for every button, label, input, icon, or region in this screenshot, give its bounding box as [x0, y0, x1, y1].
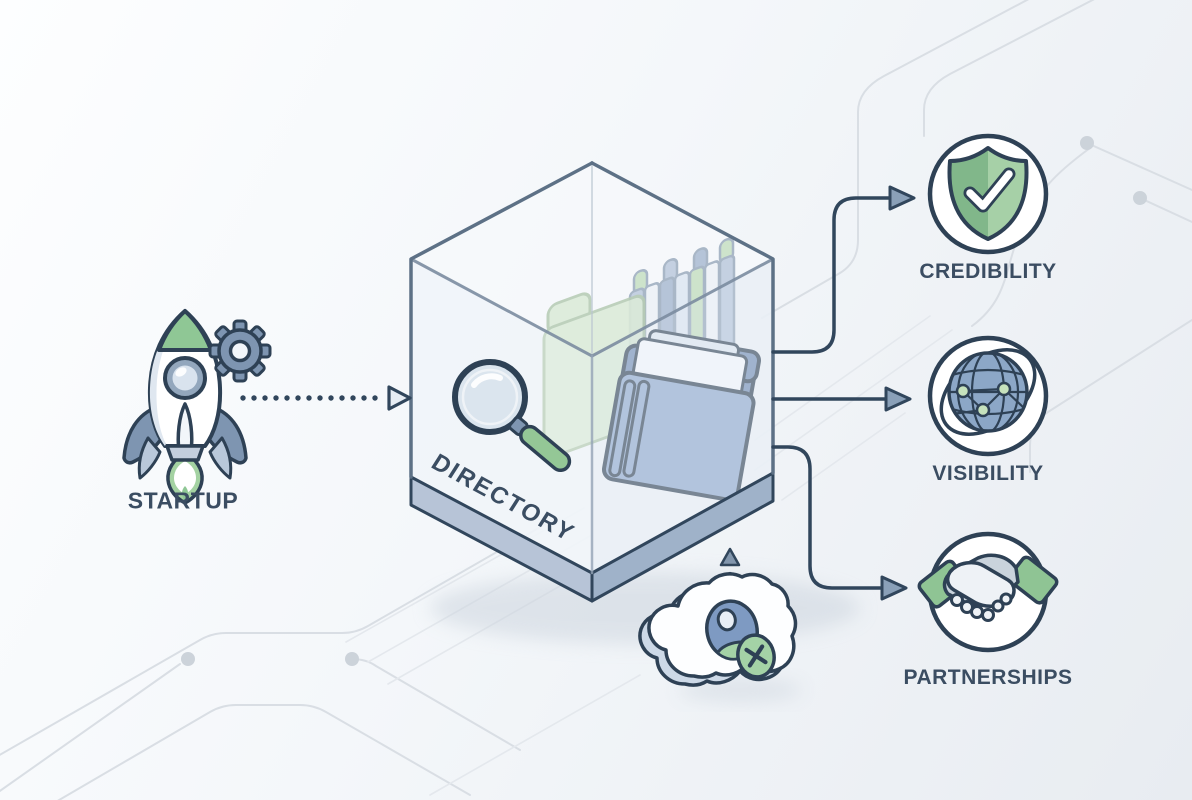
shield-check-icon: [947, 146, 1029, 241]
visibility-badge: [927, 335, 1049, 457]
credibility-label: CREDIBILITY: [919, 260, 1057, 283]
arrowhead-startup: [387, 385, 412, 411]
arrowhead-visibility: [884, 386, 912, 412]
handshake-icon: [917, 553, 1059, 622]
directory-box: [409, 161, 775, 603]
cloud-add-user-icon: [638, 572, 798, 687]
magnifier-icon: [452, 359, 572, 473]
globe-network-icon: [939, 348, 1037, 436]
folder-stack-icon: [542, 237, 761, 502]
box-edges: [409, 161, 775, 575]
arrowhead-credibility: [888, 185, 916, 211]
plus-badge: [736, 633, 776, 679]
credibility-badge: [927, 133, 1049, 255]
connector-credibility: [771, 185, 916, 354]
startup-label: STARTUP: [127, 487, 239, 514]
partnerships-label: PARTNERSHIPS: [903, 666, 1073, 689]
box-base: [409, 471, 775, 603]
blue-folder-icon: [601, 329, 761, 502]
arrowhead-partnerships: [880, 575, 908, 601]
connector-partnerships: [771, 445, 908, 601]
circuit-node-dots: [181, 136, 1147, 666]
partnerships-badge: [917, 531, 1059, 653]
startup-arrow: [240, 385, 412, 411]
connectors: [771, 185, 916, 601]
gear-icon: [208, 319, 272, 383]
visibility-label: VISIBILITY: [932, 462, 1044, 485]
connector-visibility: [771, 386, 912, 412]
